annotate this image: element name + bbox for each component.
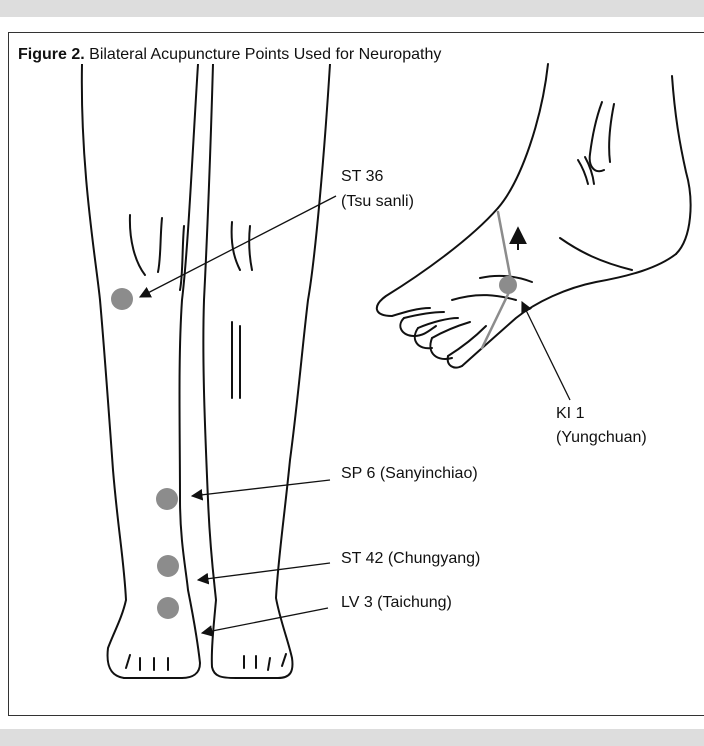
arrow-sp6 (192, 480, 330, 496)
figure-title: Bilateral Acupuncture Points Used for Ne… (89, 46, 441, 63)
figure-caption: Figure 2. Bilateral Acupuncture Points U… (18, 46, 441, 64)
label-lv3: LV 3 (Taichung) (341, 594, 452, 611)
right-leg-illustration (203, 64, 330, 678)
label-ki1-name: (Yungchuan) (556, 429, 647, 446)
foot-illustration (377, 64, 691, 368)
arrow-lv3 (202, 608, 328, 633)
arrow-ki1 (522, 302, 570, 400)
arrow-st42 (198, 563, 330, 580)
label-st36-name: (Tsu sanli) (341, 193, 414, 210)
arrow-st36 (140, 196, 336, 297)
point-ki1-marker (499, 276, 517, 294)
label-ki1-code: KI 1 (556, 405, 585, 422)
label-st42: ST 42 (Chungyang) (341, 550, 480, 567)
point-st36-marker (111, 288, 133, 310)
label-sp6: SP 6 (Sanyinchiao) (341, 465, 478, 482)
point-lv3-marker (157, 597, 179, 619)
figure-label: Figure 2. (18, 46, 85, 63)
label-st36-code: ST 36 (341, 168, 384, 185)
left-leg-illustration (82, 64, 200, 678)
point-st42-marker (157, 555, 179, 577)
point-sp6-marker (156, 488, 178, 510)
